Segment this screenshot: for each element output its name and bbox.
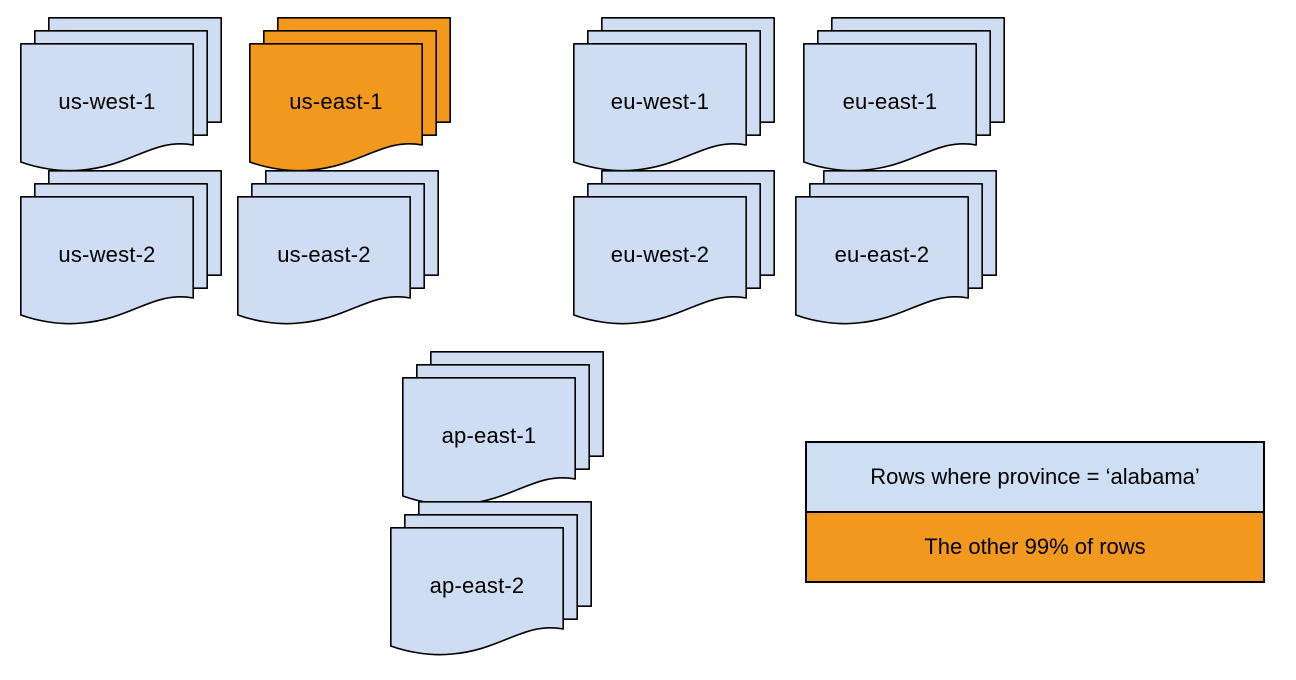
document-stack-graphic [402,351,604,506]
document-stack-eu-west-1: eu-west-1 [573,17,775,175]
front-document-sheet [795,196,969,325]
document-stack-eu-east-2: eu-east-2 [795,170,997,328]
front-document-sheet [20,43,194,172]
legend-label-province-filter: Rows where province = ‘alabama’ [870,464,1200,489]
document-stack-graphic [20,170,222,325]
document-stack-eu-east-1: eu-east-1 [803,17,1005,175]
legend-row-other-rows: The other 99% of rows [807,511,1263,581]
document-stack-us-west-1: us-west-1 [20,17,222,175]
legend: Rows where province = ‘alabama’ The othe… [805,441,1265,583]
front-document-sheet [20,196,194,325]
legend-row-province-filter: Rows where province = ‘alabama’ [807,443,1263,511]
document-stack-us-east-2: us-east-2 [237,170,439,328]
document-stack-graphic [573,170,775,325]
document-stack-graphic [20,17,222,172]
front-document-sheet [402,377,576,506]
front-document-sheet [803,43,977,172]
front-document-sheet [237,196,411,325]
document-stack-graphic [249,17,451,172]
document-stack-us-east-1: us-east-1 [249,17,451,175]
document-stack-graphic [803,17,1005,172]
document-stack-ap-east-2: ap-east-2 [390,501,592,659]
document-stack-graphic [237,170,439,325]
document-stack-graphic [573,17,775,172]
front-document-sheet [573,43,747,172]
legend-label-other-rows: The other 99% of rows [924,534,1146,559]
document-stack-eu-west-2: eu-west-2 [573,170,775,328]
front-document-sheet [249,43,423,172]
front-document-sheet [573,196,747,325]
document-stack-us-west-2: us-west-2 [20,170,222,328]
front-document-sheet [390,527,564,656]
document-stack-ap-east-1: ap-east-1 [402,351,604,509]
document-stack-graphic [390,501,592,656]
document-stack-graphic [795,170,997,325]
